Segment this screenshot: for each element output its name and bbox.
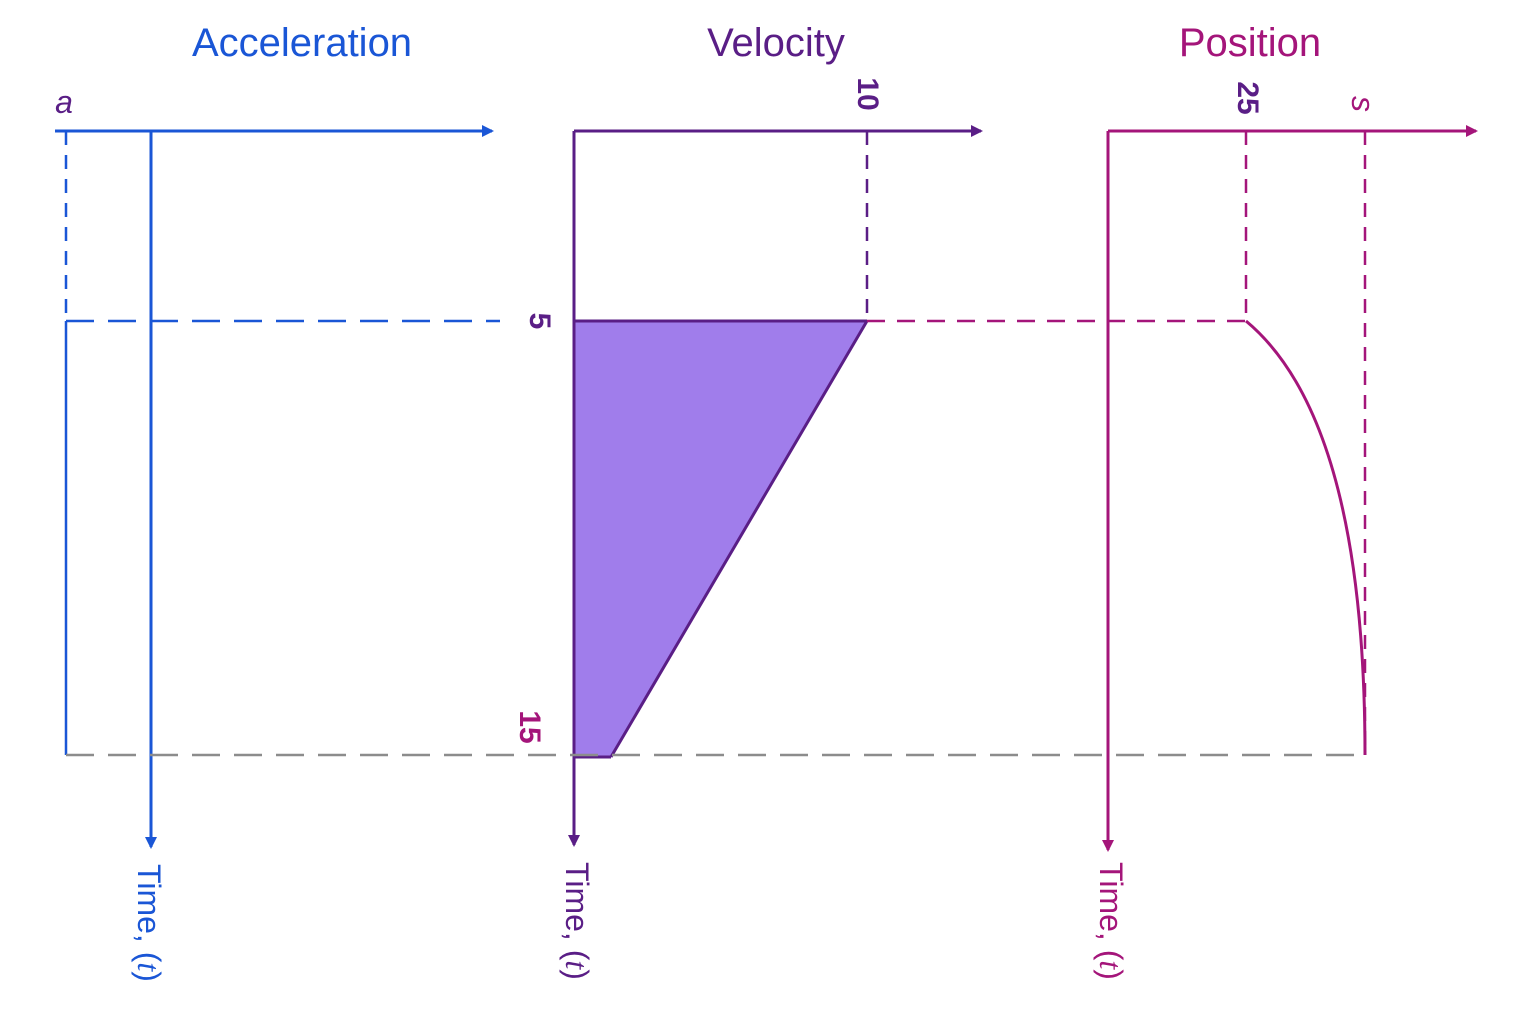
position-panel: 25 s Time, (t) [1093, 81, 1478, 980]
acceleration-title: Acceleration [192, 21, 412, 65]
acceleration-time-label: Time, (t) [131, 864, 167, 982]
velocity-area-fill [574, 321, 867, 757]
velocity-title: Velocity [707, 21, 845, 65]
velocity-curve [609, 320, 869, 758]
velocity-panel: 10 5 15 Time, (t) [513, 77, 983, 980]
position-curve [1245, 319, 1367, 756]
velocity-time-label: Time, (t) [559, 862, 595, 980]
acceleration-axis-symbol: a [55, 84, 73, 120]
position-time-label: Time, (t) [1093, 862, 1129, 980]
position-axis-symbol: s [1345, 96, 1381, 112]
velocity-tick-10: 10 [851, 77, 884, 110]
acceleration-panel: a Time, (t) [55, 84, 500, 982]
velocity-tick-5: 5 [523, 313, 556, 330]
velocity-tick-15: 15 [513, 710, 546, 743]
position-tick-25: 25 [1231, 81, 1264, 114]
position-title: Position [1179, 21, 1321, 65]
